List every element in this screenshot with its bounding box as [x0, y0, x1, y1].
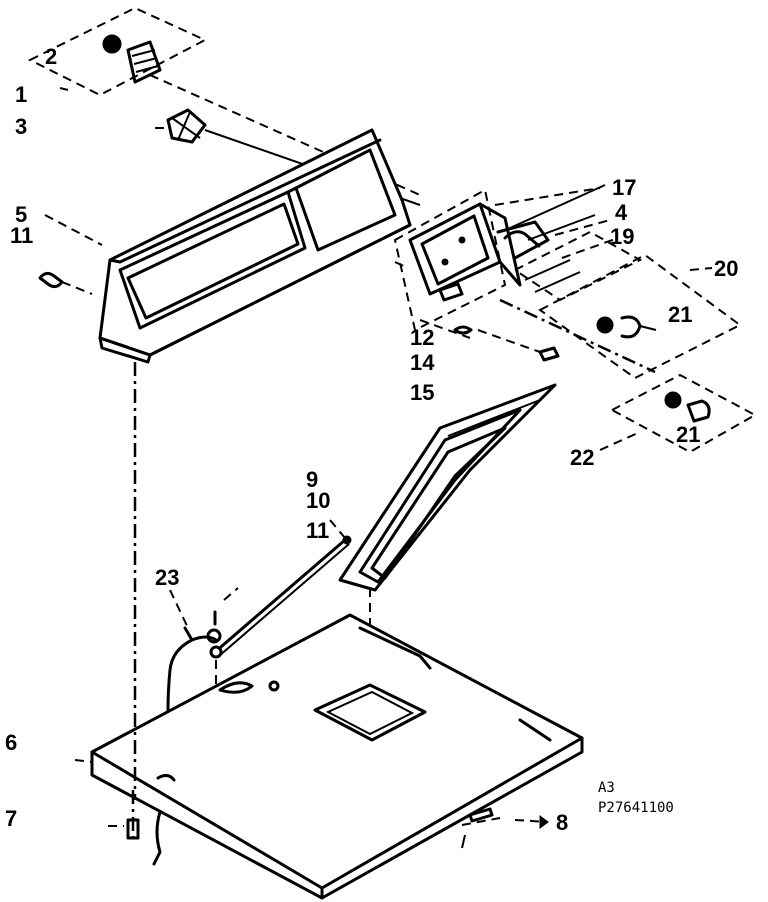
hinge-rod	[206, 535, 352, 700]
callout-19: 19	[610, 224, 634, 249]
fasteners-12-14	[419, 282, 560, 362]
callout-4: 4	[615, 200, 628, 225]
callout-10: 10	[306, 488, 330, 513]
callout-3: 3	[15, 114, 27, 139]
callout-20: 20	[714, 256, 738, 281]
knob-group-22	[599, 373, 758, 454]
knob-group-20	[538, 253, 742, 380]
wire-harness	[166, 626, 218, 712]
callout-5: 5	[15, 202, 27, 227]
callout-22: 22	[570, 445, 594, 470]
timer-switch-group	[393, 184, 656, 374]
wire-end	[152, 810, 162, 866]
top-panel	[90, 613, 584, 900]
callout-9: 9	[306, 467, 318, 492]
screw-7	[126, 818, 140, 840]
callout-15: 15	[410, 380, 434, 405]
callout-23: 23	[155, 565, 179, 590]
drawing-code-line-1: A3	[598, 780, 615, 796]
callout-14: 14	[410, 350, 435, 375]
callout-17: 17	[612, 175, 636, 200]
callout-2: 2	[45, 44, 57, 69]
callout-8: 8	[556, 810, 568, 835]
callout-6: 6	[5, 730, 17, 755]
leader-lines	[59, 87, 713, 827]
callout-7: 7	[5, 806, 17, 831]
callout-11a: 11	[10, 223, 33, 248]
callout-12: 12	[410, 325, 434, 350]
control-console	[38, 128, 412, 364]
callout-1: 1	[15, 82, 27, 107]
callout-11b: 11	[306, 518, 329, 543]
callout-21a: 21	[668, 302, 692, 327]
drawing-code-line-2: P27641100	[598, 800, 674, 816]
callout-21b: 21	[676, 422, 700, 447]
